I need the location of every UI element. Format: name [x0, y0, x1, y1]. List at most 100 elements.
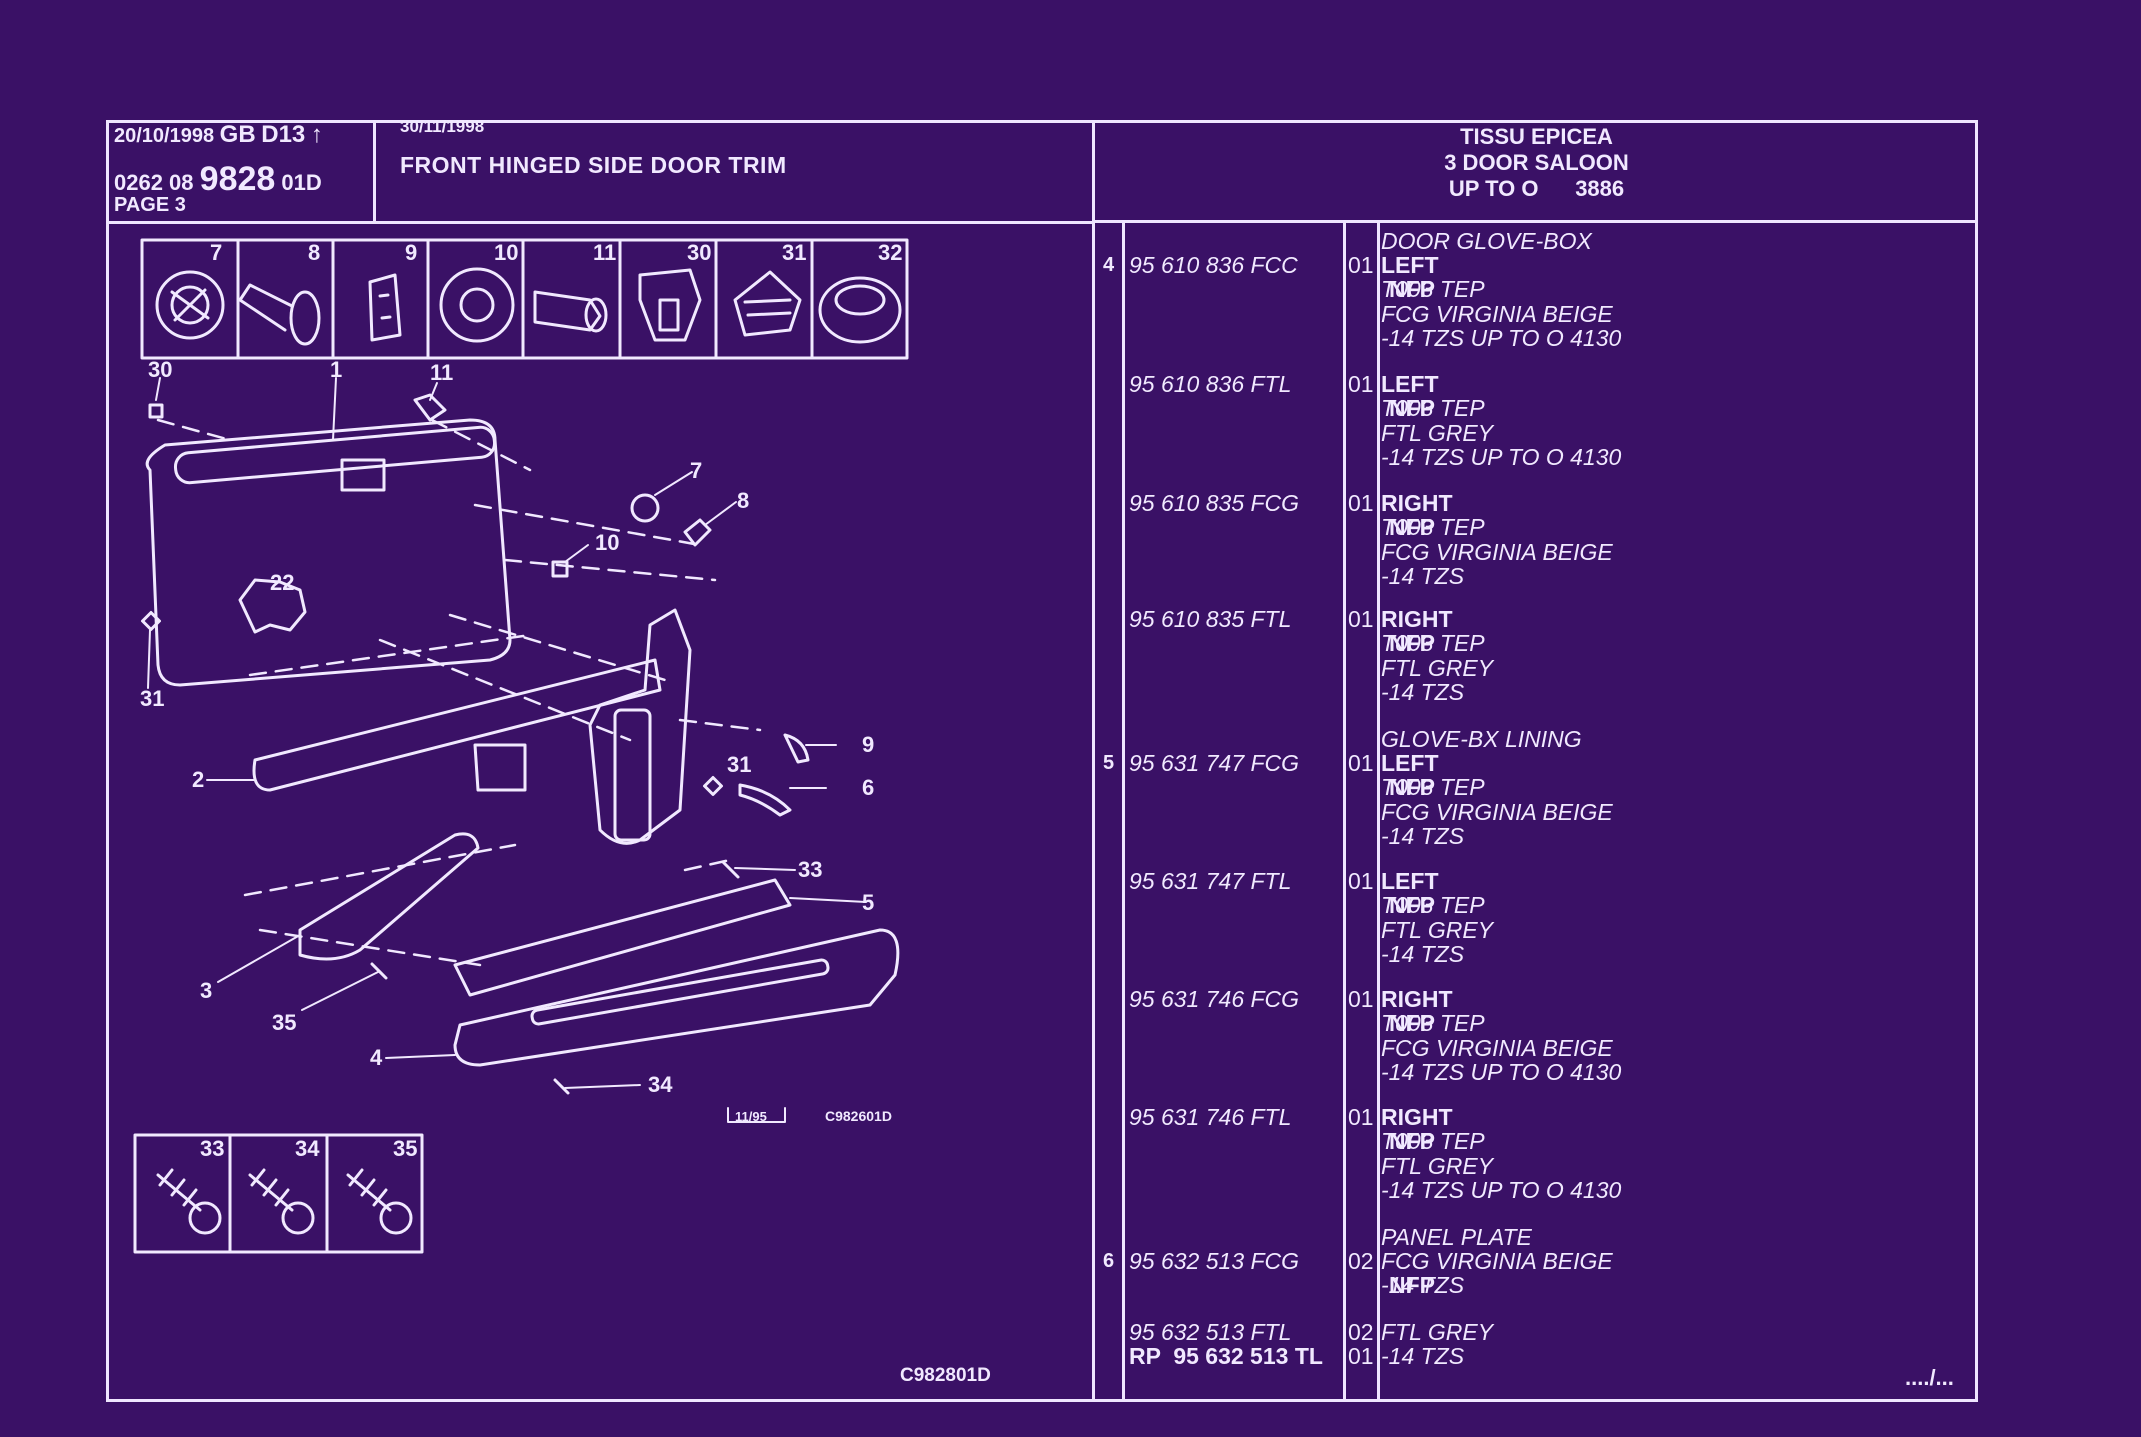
fitting-31b-icon — [703, 776, 723, 796]
callout: 6 — [862, 775, 874, 800]
screw-35-icon — [370, 962, 388, 980]
header-right-line1: TISSU EPICEA — [1460, 124, 1613, 149]
up-arrow-icon: ↑ — [310, 121, 323, 148]
item-number: 5 — [1103, 752, 1115, 774]
header-right-line3: UP TO O 3886 — [1448, 176, 1625, 201]
quantity: 01 — [1348, 986, 1374, 1012]
box-label: 8 — [308, 240, 320, 265]
clip-7-icon — [155, 270, 225, 340]
header-code: D13 — [261, 121, 306, 148]
callout: 8 — [737, 488, 749, 513]
page-title: FRONT HINGED SIDE DOOR TRIM — [400, 152, 787, 178]
main-divider — [1092, 120, 1095, 1402]
box-label: 30 — [687, 240, 711, 265]
item-number: 6 — [1103, 1250, 1115, 1272]
quantity: 01 — [1348, 371, 1374, 397]
fitting-10-icon — [551, 560, 569, 578]
callout: 10 — [595, 530, 619, 555]
clip-32-icon — [818, 276, 902, 344]
callout: 7 — [690, 458, 702, 483]
screw-33-icon — [721, 860, 740, 879]
header-ref-number: 9828 — [199, 160, 276, 198]
part-number: 95 632 513 FCG — [1129, 1248, 1300, 1274]
fitting-11-icon — [413, 393, 447, 422]
quantity: 01 — [1348, 868, 1374, 894]
callout: 9 — [862, 732, 874, 757]
push-pin-8-icon — [238, 283, 321, 346]
box-label: 32 — [878, 240, 902, 265]
part-number: 95 632 513 FTL — [1129, 1319, 1292, 1345]
box-label: 35 — [393, 1136, 417, 1161]
nfp-flag: NFP — [1389, 1272, 1435, 1298]
continuation-mark: ..../... — [1905, 1365, 1954, 1390]
quantity: 01 — [1348, 750, 1374, 776]
box-label: 33 — [200, 1136, 224, 1161]
part-number: 95 631 746 FCG — [1129, 986, 1300, 1012]
header-date1: 20/10/1998 — [114, 125, 215, 147]
nfp-flag: NFP — [1389, 892, 1435, 918]
callout: 1 — [330, 357, 342, 382]
screw-35-box-icon — [346, 1168, 413, 1235]
callout: 3 — [200, 978, 212, 1003]
box-label: 7 — [210, 240, 222, 265]
quantity: 02 — [1348, 1319, 1374, 1345]
quantity: 01 — [1348, 1104, 1374, 1130]
clip-10-icon — [439, 267, 515, 343]
push-pin-11-icon — [533, 290, 608, 333]
nfp-flag: NFP — [1389, 1128, 1435, 1154]
fitting-7-icon — [630, 493, 660, 523]
callout: 2 — [192, 767, 204, 792]
callout: 11 — [430, 360, 453, 385]
top-parts-box — [140, 238, 909, 360]
part-number: 95 610 836 FTL — [1129, 371, 1292, 397]
door-glove-box — [453, 928, 900, 1067]
qty-column-rule-right — [1377, 223, 1380, 1402]
header-page: PAGE 3 — [114, 194, 186, 216]
nfp-flag: NFP — [1389, 1010, 1435, 1036]
door-handle — [298, 832, 480, 961]
header-date-line: 20/10/1998 GB D13 ↑ — [114, 121, 323, 149]
page-frame — [106, 120, 1978, 1402]
box-label: 11 — [593, 240, 616, 265]
figure-ref-date: 11/95 — [735, 1109, 767, 1124]
fitting-30-icon — [148, 403, 164, 419]
callout: 34 — [648, 1072, 673, 1097]
quantity: 01 — [1348, 252, 1374, 278]
bottom-parts-box — [133, 1133, 424, 1254]
fitting-31-icon — [141, 611, 161, 631]
nfp-flag: NFP — [1389, 774, 1435, 800]
header-left-cell — [106, 120, 376, 224]
clip-30-icon — [638, 268, 702, 342]
figure-code: C982801D — [900, 1365, 991, 1386]
part-number: 95 610 836 FCC — [1129, 252, 1298, 278]
door-pocket — [252, 608, 692, 845]
nfp-flag: NFP — [1389, 630, 1435, 656]
header-right-rule — [1092, 220, 1978, 223]
nfp-flag: NFP — [1389, 276, 1435, 302]
callout: 31 — [727, 752, 751, 777]
header-ref-line: 0262 08 9828 01D — [114, 160, 322, 199]
part-number: 95 610 835 FTL — [1129, 606, 1292, 632]
header-ref-prefix: 0262 08 — [114, 170, 194, 195]
clip-9-icon — [368, 273, 402, 342]
callout: 22 — [270, 570, 294, 595]
part-number: 95 631 747 FTL — [1129, 868, 1292, 894]
clip-31-icon — [733, 270, 802, 337]
part-number: 95 631 747 FCG — [1129, 750, 1300, 776]
callout: 31 — [140, 686, 164, 711]
callout: 30 — [148, 357, 172, 382]
box-label: 31 — [782, 240, 806, 265]
header-country: GB — [219, 121, 256, 148]
part-number: 95 610 835 FCG — [1129, 490, 1300, 516]
header-title-cell — [373, 120, 1095, 224]
group-heading: PANEL PLATE — [1381, 1224, 1532, 1250]
quantity: 01 — [1348, 490, 1374, 516]
part-description: LEFT — [1381, 252, 1439, 278]
callout: 35 — [272, 1010, 296, 1035]
header-right-line2: 3 DOOR SALOON — [1444, 150, 1629, 175]
fitting-6-icon — [738, 783, 792, 817]
group-heading: DOOR GLOVE-BOX — [1381, 228, 1592, 254]
callout: 4 — [370, 1045, 383, 1070]
part-number: 95 631 746 FTL — [1129, 1104, 1292, 1130]
screw-34-box-icon — [248, 1168, 315, 1235]
